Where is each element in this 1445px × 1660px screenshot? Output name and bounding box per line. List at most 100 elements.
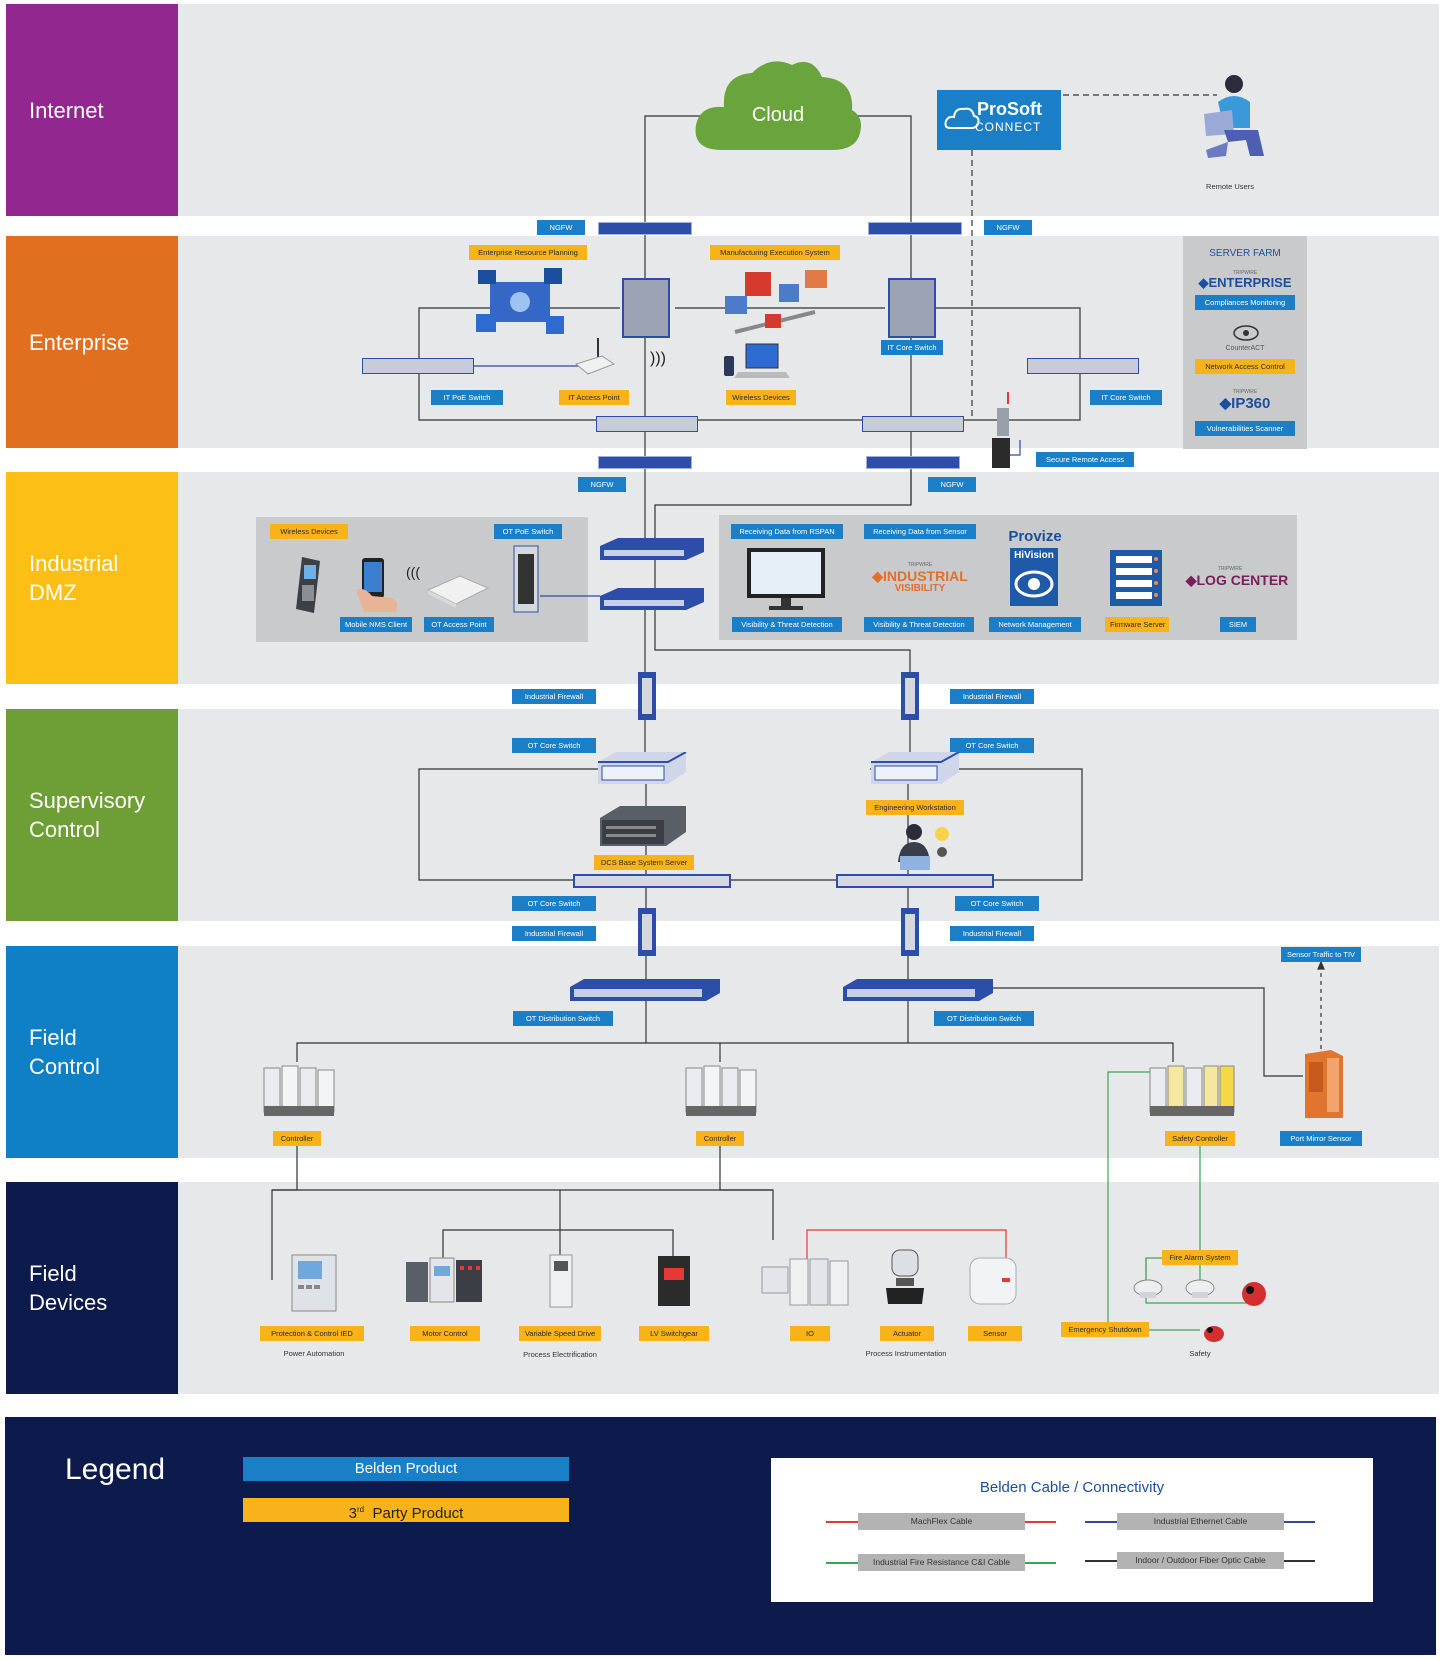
provize-logo: Provize xyxy=(1008,528,1062,545)
dmz-switch-upper xyxy=(598,538,706,562)
actuator-device xyxy=(882,1248,928,1308)
remote-user-icon xyxy=(1188,70,1268,168)
secure-remote-access-tag: Secure Remote Access xyxy=(1036,452,1134,467)
dmz-switch-lower xyxy=(598,588,706,612)
fire-alarm-button-icon xyxy=(1238,1278,1268,1308)
it-access-point-tag: IT Access Point xyxy=(559,390,629,405)
safety-caption: Safety xyxy=(1189,1349,1211,1358)
smoke-detector-right-icon xyxy=(1184,1278,1216,1300)
hivision-logo: HiVision xyxy=(1010,548,1058,606)
emergency-stop-button-icon xyxy=(1200,1320,1226,1344)
visibility-threat-detection-tag-1: Visibility & Threat Detection xyxy=(732,617,842,632)
secure-remote-access-device xyxy=(990,392,1012,472)
smoke-detector-left-icon xyxy=(1132,1278,1164,1300)
prosoft-connect-logo: ProSoft CONNECT xyxy=(937,90,1061,150)
industrial-firewall-top-left-device xyxy=(636,670,658,722)
it-core-switch-chassis-left xyxy=(622,278,670,338)
protection-ied-device xyxy=(290,1253,338,1313)
ngfw-appliance-left xyxy=(598,222,692,235)
ot-access-point-icon xyxy=(426,568,490,608)
cable-legend-title: Belden Cable / Connectivity xyxy=(979,1479,1165,1496)
dmz-wireless-devices-tag: Wireless Devices xyxy=(270,524,348,539)
mobile-nms-client-tag: Mobile NMS Client xyxy=(340,617,412,632)
emergency-shutdown-tag: Emergency Shutdown xyxy=(1061,1322,1149,1337)
server-farm-title: SERVER FARM xyxy=(1209,248,1281,259)
industrial-firewall-tag-bottom-left: Industrial Firewall xyxy=(512,926,596,941)
wireless-devices-tag: Wireless Devices xyxy=(726,390,796,405)
mobile-nms-phone-icon xyxy=(352,556,404,612)
power-automation-caption: Power Automation xyxy=(283,1349,345,1358)
mes-illustration-icon xyxy=(715,262,833,342)
it-poe-switch-tag: IT PoE Switch xyxy=(431,390,503,405)
third-party-text: Party Product xyxy=(372,1505,464,1522)
sensor-data-tag: Receiving Data from Sensor xyxy=(864,524,976,539)
io-tag: IO xyxy=(790,1326,830,1341)
safety-controller-tag: Safety Controller xyxy=(1165,1131,1235,1146)
engineering-workstation-tag: Engineering Workstation xyxy=(866,800,964,815)
cloud-label: Cloud xyxy=(751,104,805,126)
cable-legend-box: Belden Cable / Connectivity MachFlex Cab… xyxy=(771,1458,1373,1602)
industrial-firewall-bottom-right-device xyxy=(899,906,921,958)
erp-illustration-icon xyxy=(470,262,570,342)
dcs-server-device xyxy=(600,806,688,848)
fiber-optic-cable-label: Indoor / Outdoor Fiber Optic Cable xyxy=(1117,1552,1284,1569)
third-party-superscript: rd xyxy=(357,1505,365,1514)
handheld-scanner-icon xyxy=(290,555,326,615)
controller-center-device xyxy=(678,1062,760,1122)
protection-control-ied-tag: Protection & Control IED xyxy=(260,1326,364,1341)
safety-controller-device xyxy=(1144,1060,1240,1122)
actuator-tag: Actuator xyxy=(880,1326,934,1341)
hivision-eye-icon xyxy=(1014,570,1054,598)
ot-core-switch-top-left-device xyxy=(598,751,688,786)
vulnerabilities-scanner-tag: Vulnerabilities Scanner xyxy=(1195,421,1295,436)
network-access-control-tag: Network Access Control xyxy=(1195,359,1295,374)
industrial-firewall-bottom-left-device xyxy=(636,906,658,958)
wireless-devices-icon xyxy=(722,340,792,384)
tripwire-industrial-logo: ◆INDUSTRIAL xyxy=(872,568,968,584)
io-module-device xyxy=(760,1253,858,1309)
controller-tag-left: Controller xyxy=(273,1131,321,1146)
fire-resistance-cable-label: Industrial Fire Resistance C&I Cable xyxy=(858,1554,1025,1571)
firmware-server-icon xyxy=(1110,550,1162,606)
legend-title: Legend xyxy=(65,1453,166,1486)
ngfw-tag-lower-right: NGFW xyxy=(928,477,976,492)
variable-speed-drive-device xyxy=(548,1253,574,1309)
ot-core-switch-tag-top-right: OT Core Switch xyxy=(950,738,1034,753)
industrial-ethernet-cable-label: Industrial Ethernet Cable xyxy=(1117,1513,1284,1530)
field-control-band xyxy=(6,946,1439,1158)
process-electrification-caption: Process Electrification xyxy=(523,1350,597,1359)
enterprise-edge-switch-left xyxy=(596,416,698,432)
zone-enterprise: Enterprise xyxy=(6,236,178,448)
siem-tag: SIEM xyxy=(1220,617,1256,632)
it-core-switch-chassis-right xyxy=(888,278,936,338)
port-mirror-sensor-device xyxy=(1303,1048,1345,1120)
it-core-switch-right-device xyxy=(1027,358,1139,374)
enterprise-brand-text: ENTERPRISE xyxy=(1208,275,1292,290)
ngfw-appliance-lower-left xyxy=(598,456,692,469)
ot-poe-switch-tag: OT PoE Switch xyxy=(494,524,562,539)
port-mirror-sensor-tag: Port Mirror Sensor xyxy=(1280,1131,1362,1146)
machflex-cable-label: MachFlex Cable xyxy=(858,1513,1025,1530)
motor-control-device xyxy=(404,1254,486,1308)
sensor-tag: Sensor xyxy=(968,1326,1022,1341)
hivision-text: HiVision xyxy=(1014,550,1054,561)
engineer-workstation-icon xyxy=(894,822,952,872)
network-management-tag: Network Management xyxy=(989,617,1081,632)
motor-control-tag: Motor Control xyxy=(410,1326,480,1341)
legend-belden-product: Belden Product xyxy=(243,1457,569,1481)
tripwire-log-center-logo: ◆LOG CENTER xyxy=(1185,572,1289,588)
it-poe-switch-device xyxy=(362,358,474,374)
wifi-signal-icon: ))) xyxy=(650,350,666,367)
compliance-monitoring-tag: Compliances Monitoring xyxy=(1195,295,1295,310)
industrial-brand-text: INDUSTRIAL xyxy=(883,568,968,584)
visibility-brand-text: VISIBILITY xyxy=(894,583,946,594)
controller-left-device xyxy=(256,1062,338,1122)
it-core-switch-tag-center: IT Core Switch xyxy=(881,340,943,355)
industrial-firewall-top-right-device xyxy=(899,670,921,722)
rspan-tag: Receiving Data from RSPAN xyxy=(731,524,843,539)
ngfw-tag-lower-left: NGFW xyxy=(578,477,626,492)
tripwire-ip360-logo: ◆IP360 xyxy=(1219,395,1271,412)
ip360-brand-text: IP360 xyxy=(1231,395,1271,412)
